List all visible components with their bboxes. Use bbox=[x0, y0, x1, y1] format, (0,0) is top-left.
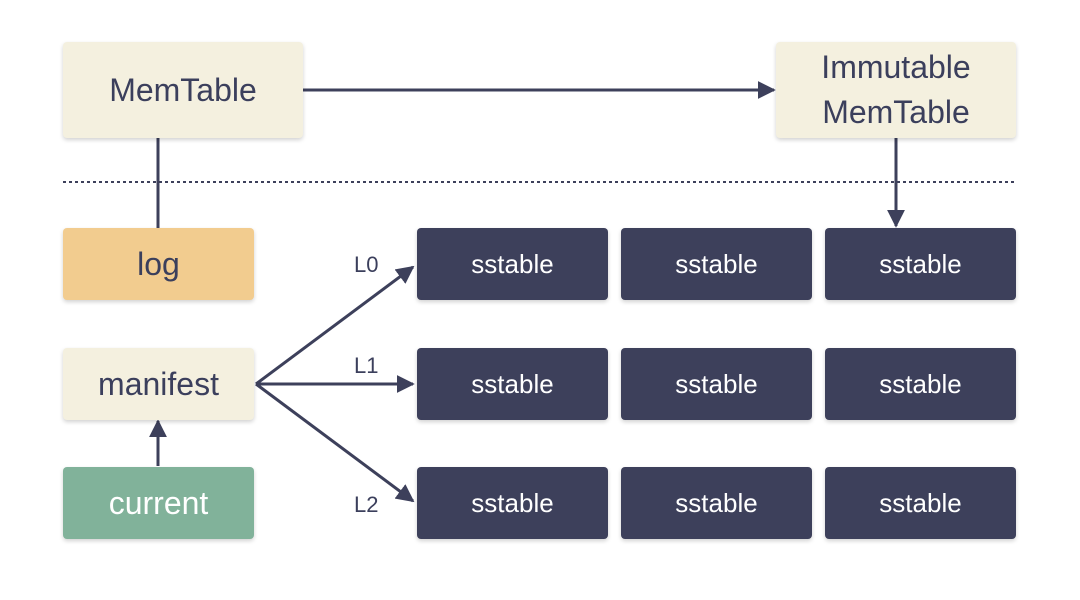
sstable-l2-1: sstable bbox=[417, 467, 608, 539]
memtable-label: MemTable bbox=[109, 71, 257, 108]
sstable-label: sstable bbox=[879, 487, 962, 518]
level-label-l1: L1 bbox=[354, 353, 379, 378]
sstable-l2-2: sstable bbox=[621, 467, 812, 539]
sstable-l0-1: sstable bbox=[417, 228, 608, 300]
memtable-box: MemTable bbox=[63, 42, 303, 138]
sstable-l0-2: sstable bbox=[621, 228, 812, 300]
immutable-memtable-box: Immutable MemTable bbox=[776, 42, 1016, 138]
sstable-l1-2: sstable bbox=[621, 348, 812, 420]
sstable-label: sstable bbox=[879, 368, 962, 399]
log-label: log bbox=[137, 245, 180, 282]
sstable-label: sstable bbox=[471, 368, 554, 399]
sstable-l0-3: sstable bbox=[825, 228, 1016, 300]
current-label: current bbox=[108, 484, 209, 521]
log-box: log bbox=[63, 228, 254, 300]
manifest-box: manifest bbox=[63, 348, 254, 420]
sstable-label: sstable bbox=[471, 248, 554, 279]
immutable-label-line1: Immutable bbox=[821, 49, 971, 86]
current-box: current bbox=[63, 467, 254, 539]
immutable-label-line2: MemTable bbox=[822, 94, 970, 130]
level-label-l0: L0 bbox=[354, 252, 379, 277]
sstable-label: sstable bbox=[675, 487, 758, 518]
sstable-label: sstable bbox=[879, 248, 962, 279]
sstable-label: sstable bbox=[675, 368, 758, 399]
level-label-l2: L2 bbox=[354, 492, 379, 517]
sstable-l1-1: sstable bbox=[417, 348, 608, 420]
sstable-label: sstable bbox=[675, 248, 758, 279]
sstable-l2-3: sstable bbox=[825, 467, 1016, 539]
manifest-to-l2-arrow bbox=[255, 382, 415, 503]
manifest-label: manifest bbox=[98, 365, 219, 402]
sstable-label: sstable bbox=[471, 487, 554, 518]
manifest-to-l0-arrow bbox=[255, 265, 415, 386]
sstable-l1-3: sstable bbox=[825, 348, 1016, 420]
